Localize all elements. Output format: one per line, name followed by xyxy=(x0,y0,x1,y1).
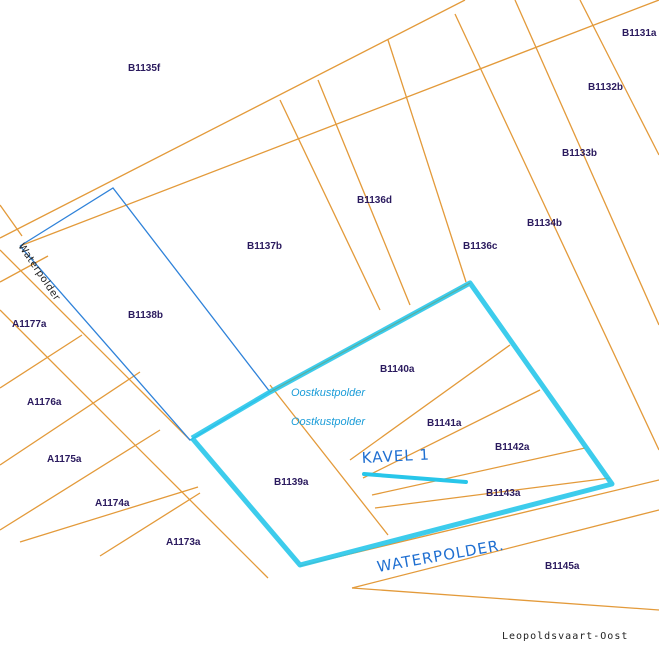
parcel-label-b1142a: B1142a xyxy=(495,442,530,453)
boundary-line xyxy=(0,371,141,466)
parcel-label-a1175a: A1175a xyxy=(47,454,82,465)
boundary-line xyxy=(0,255,49,283)
parcel-label-a1176a: A1176a xyxy=(27,397,62,408)
kavel-underline xyxy=(362,472,468,484)
parcel-label-b1141a: B1141a xyxy=(427,418,462,429)
parcel-label-a1177a: A1177a xyxy=(12,319,47,330)
boundary-line xyxy=(19,486,199,543)
boundary-line xyxy=(351,587,659,611)
parcel-label-b1135f: B1135f xyxy=(128,63,161,74)
boundary-line xyxy=(514,0,659,326)
boundary-line xyxy=(371,447,586,496)
kavel-highlight-outline xyxy=(190,280,615,568)
boundary-line xyxy=(374,477,611,509)
boundary-line xyxy=(0,429,161,531)
boundary-line xyxy=(351,509,659,589)
boundary-line xyxy=(454,13,659,451)
street-name-sign: Leopoldsvaart-Oost xyxy=(500,630,631,643)
boundary-line xyxy=(0,0,466,239)
kavel-highlight-inner xyxy=(269,282,471,393)
boundary-line xyxy=(269,384,389,536)
boundary-line xyxy=(387,39,467,283)
parcel-labels: B1131a B1132b B1133b B1134b B1135f B1136… xyxy=(12,28,657,572)
boundary-line xyxy=(0,334,83,389)
boundary-line xyxy=(0,309,269,579)
boundary-line xyxy=(99,492,201,557)
parcel-label-a1173a: A1173a xyxy=(166,537,201,548)
parcel-label-b1143a: B1143a xyxy=(486,488,521,499)
polder-label: Oostkustpolder xyxy=(291,416,366,428)
parcel-label-b1139a: B1139a xyxy=(274,477,309,488)
parcel-label-b1132b: B1132b xyxy=(588,82,623,93)
boundary-line xyxy=(317,79,411,306)
parcel-boundaries xyxy=(0,0,659,611)
parcel-label-b1133b: B1133b xyxy=(562,148,597,159)
boundary-line xyxy=(579,0,659,156)
boundary-line xyxy=(19,0,659,247)
parcel-label-a1174a: A1174a xyxy=(95,498,130,509)
parcel-label-b1136d: B1136d xyxy=(357,195,392,206)
boundary-line xyxy=(0,204,23,237)
boundary-line xyxy=(0,249,191,441)
parcel-label-b1145a: B1145a xyxy=(545,561,580,572)
polder-label: Oostkustpolder xyxy=(291,387,366,399)
handwritten-kavel-label: KAVEL 1 xyxy=(361,445,430,467)
boundary-line xyxy=(279,99,381,311)
parcel-label-b1138b: B1138b xyxy=(128,310,163,321)
parcel-label-b1134b: B1134b xyxy=(527,218,562,229)
parcel-label-b1137b: B1137b xyxy=(247,241,282,252)
boundary-line xyxy=(362,389,541,479)
parcel-label-b1136c: B1136c xyxy=(463,241,498,252)
boundary-line xyxy=(349,344,511,461)
parcel-label-b1140a: B1140a xyxy=(380,364,415,375)
parcel-label-b1131a: B1131a xyxy=(622,28,657,39)
